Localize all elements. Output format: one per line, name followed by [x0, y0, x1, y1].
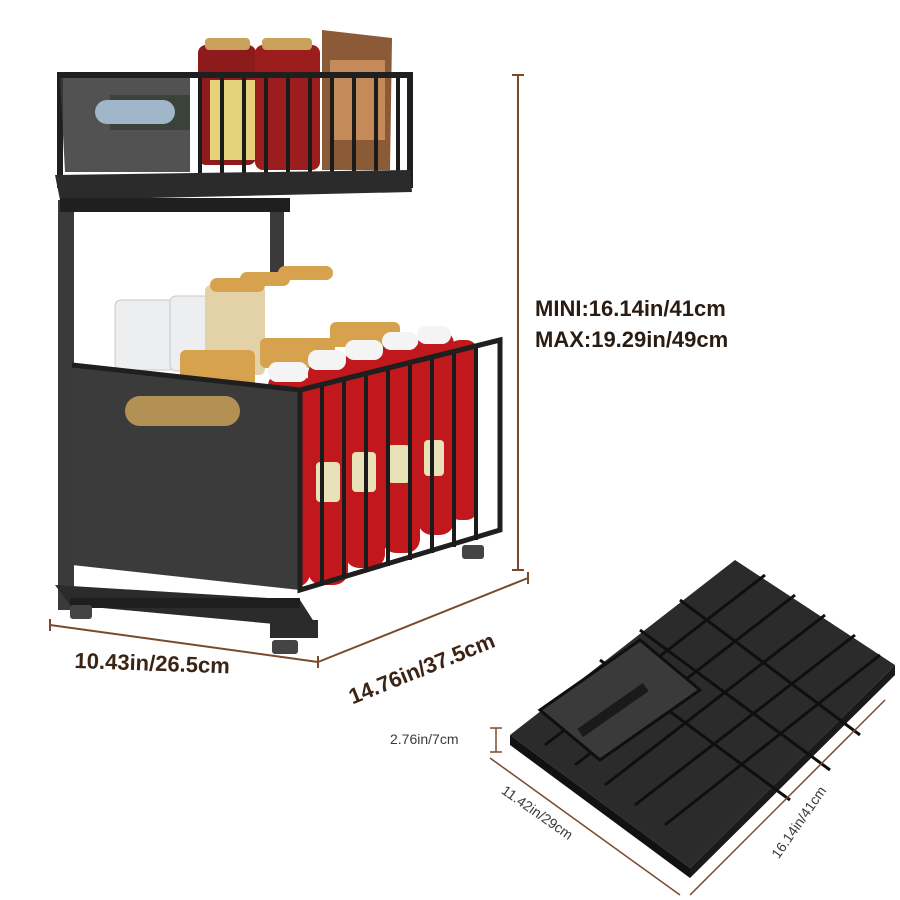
width-label: 10.43in/26.5cm: [74, 648, 231, 679]
height-mini-label: MINI:16.14in/41cm: [535, 296, 726, 321]
height-max-label: MAX:19.29in/49cm: [535, 327, 729, 352]
folded-height-label: 2.76in/7cm: [390, 731, 459, 747]
